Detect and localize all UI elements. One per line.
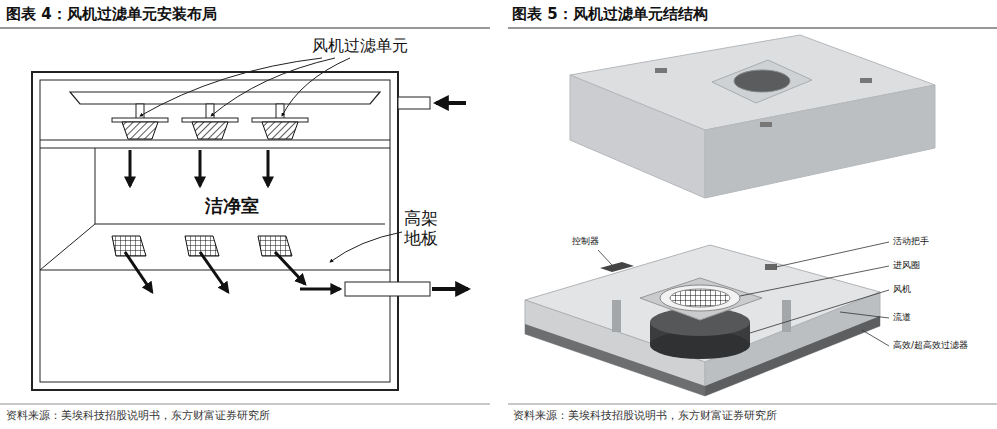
- support-post: [782, 300, 791, 332]
- figure-title: 图表 4：风机过滤单元安装布局: [6, 5, 217, 23]
- inlet-ring: [660, 285, 740, 311]
- title-rule: [508, 28, 997, 29]
- inlet-grille: [734, 70, 790, 92]
- support-post: [612, 300, 621, 332]
- leader-line: [840, 312, 889, 318]
- title-rule: [0, 28, 490, 29]
- handle: [655, 68, 667, 73]
- ffu-unit: [262, 122, 298, 139]
- ffu-unit: [192, 122, 228, 139]
- part-label: 活动把手: [893, 236, 929, 247]
- source-note: 资料来源：美埃科技招股说明书，东方财富证券研究所: [6, 409, 270, 422]
- raised-floor: [40, 270, 390, 271]
- ffu-side-face: [570, 75, 705, 198]
- ffu-frame: [182, 118, 238, 122]
- housing-inner: [40, 80, 390, 382]
- airflow-arrow: [199, 150, 202, 186]
- room-floor-back: [95, 224, 385, 225]
- room-wall: [95, 148, 96, 224]
- ceiling-line: [40, 139, 390, 140]
- airflow-arrow: [200, 252, 228, 292]
- inlet-grille: [670, 289, 730, 307]
- room-label: 洁净室: [205, 194, 259, 218]
- part-label: 风机过滤单元: [312, 36, 408, 55]
- room-floor-edge: [40, 224, 95, 270]
- inlet-arrow: [436, 101, 466, 105]
- airflow-arrow: [300, 288, 340, 291]
- leader-line: [776, 242, 889, 267]
- leader-line: [140, 58, 322, 116]
- outlet-arrow: [432, 287, 468, 291]
- ffu-unit: [122, 122, 158, 139]
- part-label: 流道: [893, 312, 911, 323]
- source-rule: [508, 404, 997, 405]
- controller: [600, 262, 634, 272]
- leader-line: [862, 330, 889, 346]
- part-label: 高效/超高效过滤器: [893, 340, 968, 351]
- airflow-arrow: [275, 252, 305, 284]
- handle: [760, 122, 772, 127]
- handle: [860, 78, 872, 83]
- room-region: 洁净室: [199, 192, 265, 220]
- source-note: 资料来源：美埃科技招股说明书，东方财富证券研究所: [513, 409, 777, 422]
- leader-line: [598, 250, 612, 265]
- outlet-duct: [345, 282, 430, 296]
- ffu-frame: [112, 118, 168, 122]
- part-label: 控制器: [572, 236, 599, 247]
- leader-line: [282, 58, 350, 116]
- inlet-plate: [712, 60, 812, 103]
- airflow-arrow: [267, 150, 270, 186]
- airflow-arrow: [129, 150, 132, 186]
- housing-outline: [32, 72, 398, 390]
- figure-title: 图表 5：风机过滤单元结结构: [512, 5, 708, 23]
- part-label: 风机: [893, 284, 911, 295]
- leader-line: [740, 266, 889, 296]
- leader-line: [330, 232, 402, 262]
- handle: [765, 264, 777, 270]
- part-label: 进风圈: [893, 260, 920, 271]
- inlet-plate: [640, 278, 762, 320]
- ffu-frame: [252, 118, 308, 122]
- inlet-duct: [398, 97, 430, 109]
- leader-line: [211, 58, 335, 116]
- leader-line: [750, 290, 889, 333]
- part-label: 高架地板: [404, 208, 438, 249]
- ceiling-line: [40, 147, 390, 148]
- ffu-side-face: [705, 85, 935, 198]
- source-rule: [0, 404, 490, 405]
- floor-grille: [112, 236, 146, 256]
- supply-duct: [70, 92, 380, 104]
- airflow-arrow: [125, 252, 152, 292]
